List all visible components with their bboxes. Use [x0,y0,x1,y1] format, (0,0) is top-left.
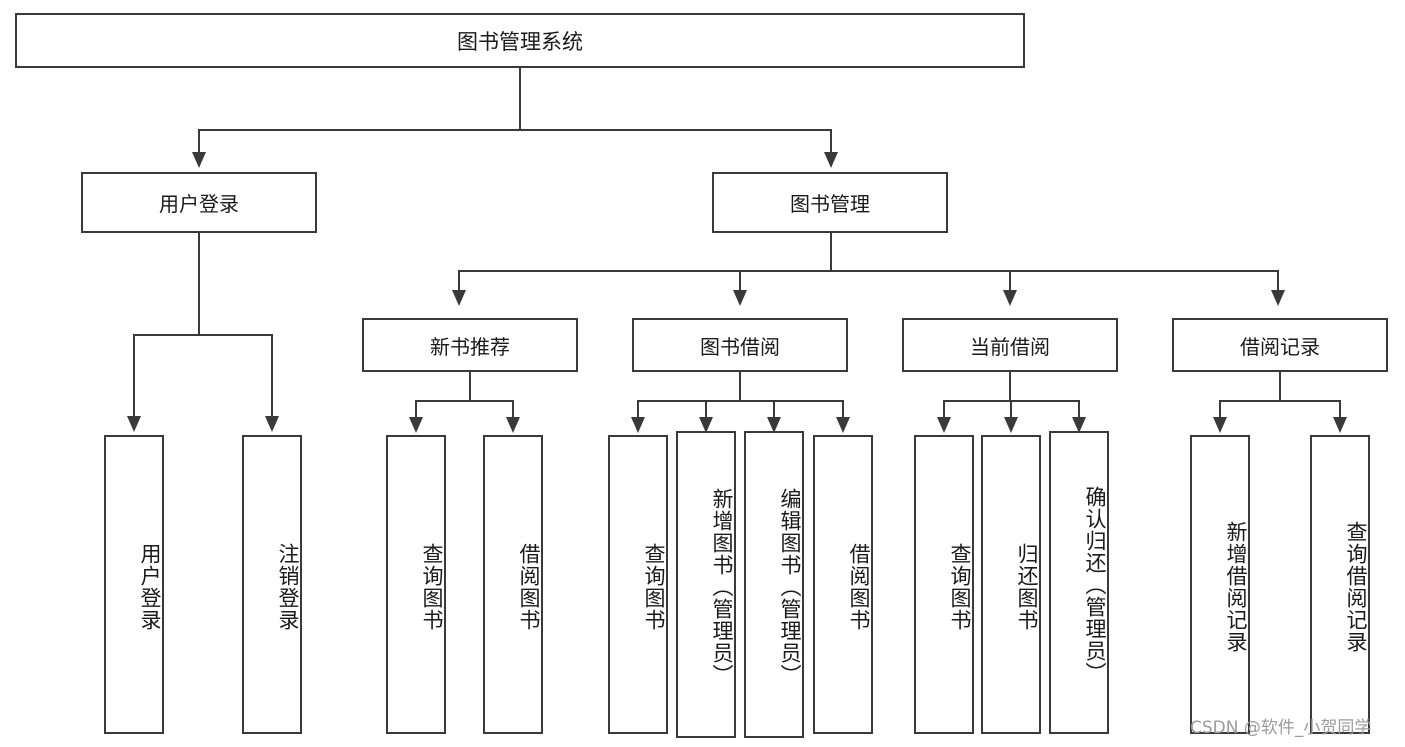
watermark-text: CSDN @软件_小贺同学 [1190,718,1372,738]
arrow-book-borrow-to-leaf4 [836,417,850,433]
node-user-login[interactable]: 用户登录 [81,172,317,233]
leaf-borrow-record-add[interactable]: 新增借阅记录 [1190,435,1250,734]
arrow-book-borrow-to-leaf3 [767,417,781,433]
node-root-system[interactable]: 图书管理系统 [15,13,1025,68]
connector-book-borrow-to-leaf2 [705,400,707,419]
leaf-book-borrow-add-label: 新增图书（管理员） [710,487,734,686]
node-borrow-record-label: 借阅记录 [1240,334,1320,359]
leaf-book-borrow-add[interactable]: 新增图书（管理员） [676,431,736,738]
connector-borrow-record-bar [1219,400,1340,402]
leaf-current-borrow-confirm-label: 确认归还（管理员） [1083,485,1107,684]
leaf-book-borrow-borrow[interactable]: 借阅图书 [813,435,873,734]
connector-book-borrow-bar [637,400,843,402]
arrow-borrow-record-to-leaf1 [1213,417,1227,433]
arrow-book-mgmt-to-current [1003,290,1017,306]
arrow-new-book-to-leaf1 [409,417,423,433]
leaf-user-login-logout[interactable]: 注销登录 [242,435,302,734]
leaf-new-book-query-label: 查询图书 [420,542,444,631]
node-new-book-recommend[interactable]: 新书推荐 [362,318,578,372]
arrow-book-mgmt-to-borrow [733,290,747,306]
leaf-user-login-login-label: 用户登录 [138,542,162,631]
connector-new-book-bar [415,400,513,402]
leaf-book-borrow-borrow-label: 借阅图书 [847,542,871,631]
leaf-book-borrow-query[interactable]: 查询图书 [608,435,668,734]
connector-book-mgmt-to-new-book [458,270,460,292]
leaf-new-book-query[interactable]: 查询图书 [386,435,446,734]
arrow-new-book-to-leaf2 [506,417,520,433]
arrow-current-borrow-to-leaf2 [1004,417,1018,433]
leaf-borrow-record-query-label: 查询借阅记录 [1344,520,1368,653]
leaf-user-login-logout-label: 注销登录 [276,542,300,631]
leaf-new-book-borrow[interactable]: 借阅图书 [483,435,543,734]
leaf-user-login-login[interactable]: 用户登录 [104,435,164,734]
connector-new-book-to-leaf2 [512,400,514,419]
leaf-borrow-record-add-label: 新增借阅记录 [1224,520,1248,653]
node-user-login-label: 用户登录 [159,192,239,216]
connector-root-to-user-login [198,129,200,154]
connector-root-bar [198,129,832,131]
arrow-current-borrow-to-leaf1 [937,417,951,433]
arrow-book-mgmt-to-new-book [452,290,466,306]
connector-user-login-bar [133,334,272,336]
arrow-current-borrow-to-leaf3 [1072,417,1086,433]
arrow-root-to-book-mgmt [824,152,838,168]
connector-current-borrow-stem [1009,372,1011,401]
node-book-borrow-label: 图书借阅 [700,334,780,359]
leaf-current-borrow-return-label: 归还图书 [1015,542,1039,631]
arrow-book-borrow-to-leaf2 [699,417,713,433]
leaf-new-book-borrow-label: 借阅图书 [517,542,541,631]
node-current-borrow-label: 当前借阅 [970,334,1050,359]
arrow-user-login-to-leaf2 [265,416,279,432]
arrow-user-login-to-leaf1 [127,416,141,432]
connector-current-borrow-to-leaf2 [1010,400,1012,419]
node-borrow-record[interactable]: 借阅记录 [1172,318,1388,372]
leaf-current-borrow-query[interactable]: 查询图书 [914,435,974,734]
node-book-management-label: 图书管理 [790,192,870,216]
connector-book-borrow-to-leaf4 [842,400,844,419]
arrow-root-to-user-login [192,152,206,168]
leaf-book-borrow-query-label: 查询图书 [642,542,666,631]
connector-book-mgmt-bar [458,270,1278,272]
connector-user-login-to-leaf2 [271,334,273,418]
connector-book-mgmt-stem [830,233,832,271]
leaf-current-borrow-return[interactable]: 归还图书 [981,435,1041,734]
connector-root-stem [519,68,521,130]
arrow-borrow-record-to-leaf2 [1333,417,1347,433]
connector-current-borrow-to-leaf3 [1078,400,1080,419]
leaf-book-borrow-edit[interactable]: 编辑图书（管理员） [744,431,804,738]
connector-book-borrow-stem [739,372,741,401]
leaf-current-borrow-query-label: 查询图书 [948,542,972,631]
connector-book-borrow-to-leaf1 [637,400,639,419]
connector-new-book-stem [469,372,471,401]
connector-borrow-record-to-leaf2 [1339,400,1341,419]
connector-root-to-book-mgmt [830,129,832,154]
connector-borrow-record-to-leaf1 [1219,400,1221,419]
connector-book-mgmt-to-current [1009,270,1011,292]
arrow-book-borrow-to-leaf1 [631,417,645,433]
connector-borrow-record-stem [1279,372,1281,401]
arrow-book-mgmt-to-record [1271,290,1285,306]
leaf-current-borrow-confirm[interactable]: 确认归还（管理员） [1049,431,1109,734]
leaf-borrow-record-query[interactable]: 查询借阅记录 [1310,435,1370,734]
connector-book-borrow-to-leaf3 [773,400,775,419]
connector-book-mgmt-to-record [1277,270,1279,292]
connector-user-login-stem [198,233,200,335]
node-root-label: 图书管理系统 [457,29,583,54]
node-new-book-recommend-label: 新书推荐 [430,334,510,359]
connector-current-borrow-to-leaf1 [943,400,945,419]
node-current-borrow[interactable]: 当前借阅 [902,318,1118,372]
leaf-book-borrow-edit-label: 编辑图书（管理员） [778,487,802,686]
node-book-borrow[interactable]: 图书借阅 [632,318,848,372]
node-book-management[interactable]: 图书管理 [712,172,948,233]
connector-book-mgmt-to-borrow [739,270,741,292]
connector-user-login-to-leaf1 [133,334,135,418]
connector-new-book-to-leaf1 [415,400,417,419]
